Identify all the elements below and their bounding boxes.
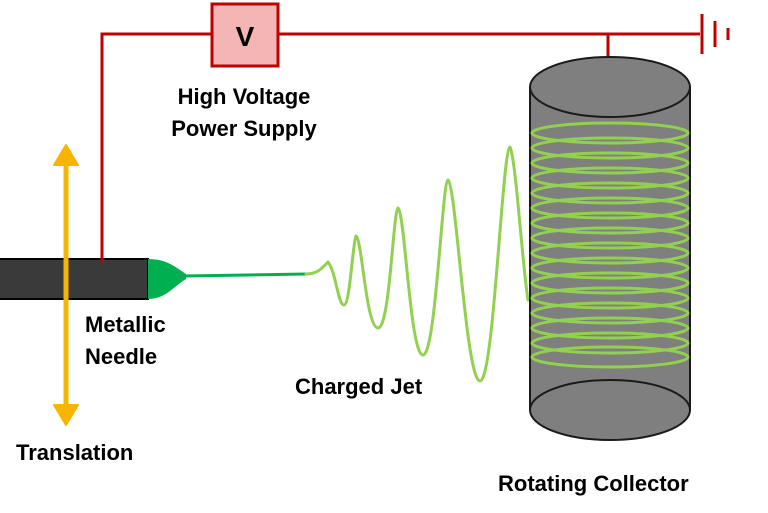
voltmeter-symbol: V	[236, 21, 255, 52]
power-supply-label-line2: Power Supply	[171, 116, 317, 141]
needle-label-line2: Needle	[85, 344, 157, 369]
double-arrow-icon	[53, 144, 79, 426]
voltmeter: V	[210, 2, 280, 68]
collected-fiber-coils	[530, 121, 690, 369]
taylor-cone-droplet	[148, 259, 186, 299]
translation-label: Translation	[16, 440, 133, 465]
straight-jet	[183, 272, 307, 278]
power-supply-label-line1: High Voltage	[178, 84, 311, 109]
collector-top-face	[529, 56, 691, 118]
wire-to-needle	[100, 32, 212, 262]
ground-icon	[700, 14, 730, 54]
whipping-jet	[304, 145, 530, 383]
needle-label-line1: Metallic	[85, 312, 166, 337]
charged-jet-label: Charged Jet	[295, 374, 423, 399]
voltmeter-box	[210, 2, 280, 68]
metallic-needle	[0, 258, 149, 300]
rotating-collector-label: Rotating Collector	[498, 471, 689, 496]
collector-bottom-face	[529, 379, 691, 441]
